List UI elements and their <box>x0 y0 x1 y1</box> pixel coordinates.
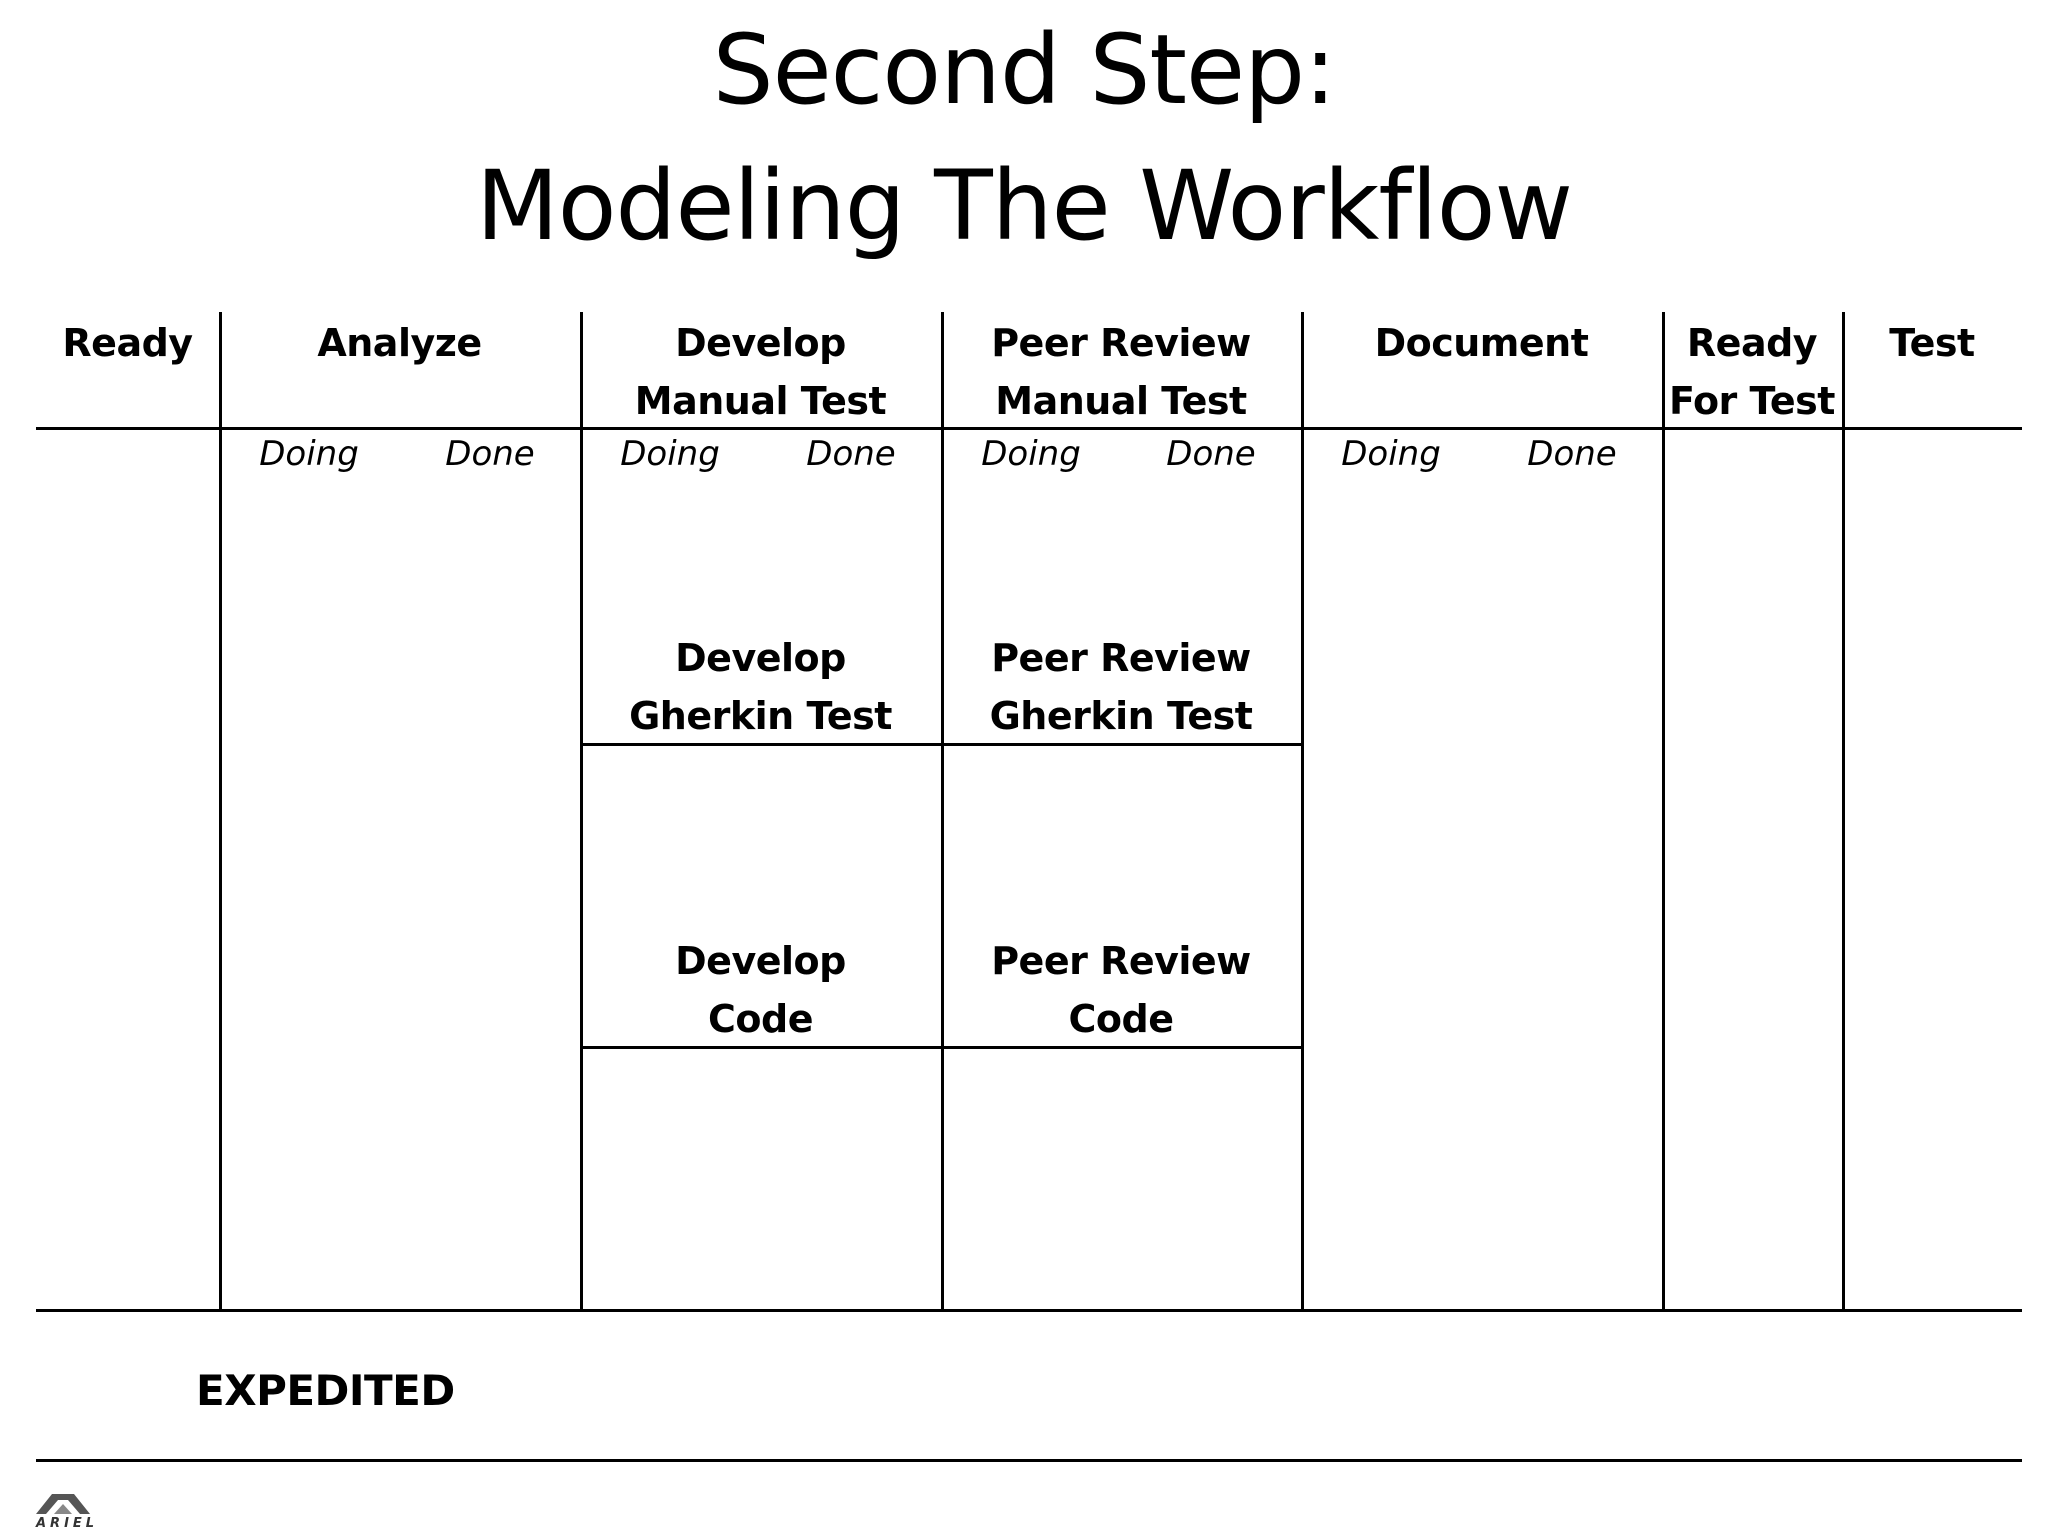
column-header-develop-manual-test: Develop Manual Test <box>580 314 941 430</box>
ariel-logo-text: ARIEL <box>36 1516 99 1531</box>
column-divider-5 <box>1662 312 1665 1311</box>
document-done-label: Done <box>1527 434 1617 474</box>
ariel-logo-icon <box>36 1494 90 1514</box>
column-header-analyze: Analyze <box>219 314 580 372</box>
column-header-document-line1: Document <box>1374 321 1589 365</box>
column-header-ready: Ready <box>36 314 219 372</box>
document-doing-label: Doing <box>1341 434 1441 474</box>
review-code-line2: Code <box>1068 997 1174 1041</box>
column-header-ready-for-test: Ready For Test <box>1662 314 1842 430</box>
develop-gherkin-line2: Gherkin Test <box>629 694 892 738</box>
column-header-test-line1: Test <box>1889 321 1975 365</box>
peer-review-gherkin-test-label: Peer Review Gherkin Test <box>941 629 1301 745</box>
analyze-done-label: Done <box>445 434 535 474</box>
column-divider-1 <box>219 312 222 1311</box>
column-divider-3 <box>941 312 944 1311</box>
column-header-test: Test <box>1842 314 2022 372</box>
develop-gherkin-test-label: Develop Gherkin Test <box>580 629 941 745</box>
code-stage-divider <box>580 1046 1304 1049</box>
peer-review-done-label: Done <box>1166 434 1256 474</box>
column-header-ready-line1: Ready <box>62 321 193 365</box>
column-header-peer-review-line2: Manual Test <box>995 379 1247 423</box>
review-code-line1: Peer Review <box>991 939 1251 983</box>
board-bottom-line <box>36 1309 2022 1312</box>
peer-review-doing-label: Doing <box>981 434 1081 474</box>
peer-review-code-label: Peer Review Code <box>941 932 1301 1048</box>
column-header-ready-for-test-line2: For Test <box>1669 379 1835 423</box>
column-divider-4 <box>1301 312 1304 1311</box>
develop-code-label: Develop Code <box>580 932 941 1048</box>
develop-code-line1: Develop <box>675 939 846 983</box>
review-gherkin-line1: Peer Review <box>991 636 1251 680</box>
column-header-document: Document <box>1301 314 1662 372</box>
column-header-analyze-line1: Analyze <box>317 321 482 365</box>
analyze-doing-label: Doing <box>259 434 359 474</box>
column-header-ready-for-test-line1: Ready <box>1686 321 1818 365</box>
develop-gherkin-line1: Develop <box>675 636 846 680</box>
review-gherkin-line2: Gherkin Test <box>989 694 1253 738</box>
column-divider-6 <box>1842 312 1845 1311</box>
slide-title-line-2: Modeling The Workflow <box>475 150 1573 262</box>
develop-done-label: Done <box>806 434 896 474</box>
develop-doing-label: Doing <box>620 434 720 474</box>
gherkin-stage-divider <box>580 743 1304 746</box>
column-header-develop-line2: Manual Test <box>634 379 887 423</box>
column-header-develop-line1: Develop <box>675 321 846 365</box>
column-header-peer-review-manual-test: Peer Review Manual Test <box>941 314 1301 430</box>
slide-title-line-1: Second Step: <box>712 14 1337 126</box>
expedited-lane-label: EXPEDITED <box>196 1366 455 1415</box>
column-header-peer-review-line1: Peer Review <box>991 321 1251 365</box>
develop-code-line2: Code <box>708 997 813 1041</box>
expedited-bottom-line <box>36 1459 2022 1462</box>
column-divider-2 <box>580 312 583 1311</box>
header-divider-line <box>36 427 2022 430</box>
